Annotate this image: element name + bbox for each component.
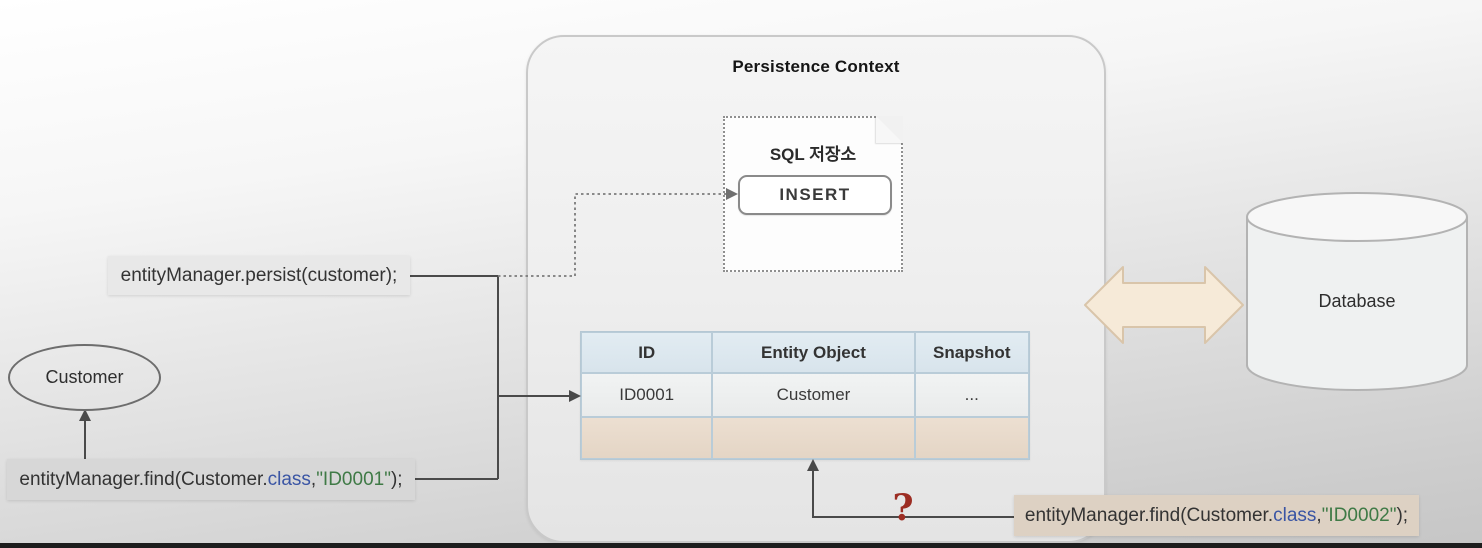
code-string: "ID0002" — [1321, 504, 1397, 526]
entity-cache-table: ID Entity Object Snapshot ID0001 Custome… — [580, 331, 1030, 460]
sql-store-label: SQL 저장소 — [769, 145, 857, 164]
code-find-id0002-label: entityManager.find(Customer.class, "ID00… — [1014, 495, 1419, 536]
table-row-empty — [581, 417, 1029, 459]
table-header-row: ID Entity Object Snapshot — [581, 332, 1029, 373]
insert-statement-box: INSERT — [738, 175, 892, 215]
code-keyword: class — [267, 468, 311, 490]
persistence-context-box: Persistence Context — [526, 35, 1106, 543]
table-row: ID0001 Customer ... — [581, 373, 1029, 417]
code-string: "ID0001" — [316, 468, 391, 490]
code-text: entityManager.find(Customer. — [1024, 504, 1274, 526]
code-text: entityManager.find(Customer. — [19, 468, 268, 490]
code-persist-label: entityManager.persist(customer); — [108, 256, 410, 295]
sync-double-arrow-icon — [1084, 266, 1244, 344]
cell-empty — [581, 417, 713, 459]
persistence-context-title: Persistence Context — [732, 57, 900, 76]
sql-store-document: SQL 저장소 INSERT — [723, 116, 903, 272]
database-label: Database — [1318, 291, 1396, 311]
code-text: , — [1316, 504, 1322, 526]
cell-entity-value: Customer — [712, 373, 915, 417]
code-text: entityManager.persist(customer); — [120, 264, 398, 286]
cell-empty — [914, 417, 1029, 459]
customer-entity-ellipse: Customer — [8, 344, 161, 411]
database-cylinder-icon — [1246, 192, 1468, 391]
code-find-id0001-label: entityManager.find(Customer.class, "ID00… — [7, 459, 415, 500]
header-cell-entity-object: Entity Object — [712, 332, 915, 373]
cell-empty — [712, 417, 915, 459]
code-text: ); — [390, 468, 403, 490]
cell-snapshot-value: ... — [914, 373, 1029, 417]
code-text: , — [310, 468, 317, 490]
cell-id-value: ID0001 — [581, 373, 713, 417]
letterbox-bar — [0, 543, 1482, 548]
customer-entity-label: Customer — [45, 367, 124, 387]
header-cell-snapshot: Snapshot — [914, 332, 1029, 373]
header-cell-id: ID — [581, 332, 713, 373]
code-text: ); — [1396, 504, 1409, 526]
question-mark: ? — [892, 487, 914, 529]
code-keyword: class — [1273, 504, 1317, 526]
